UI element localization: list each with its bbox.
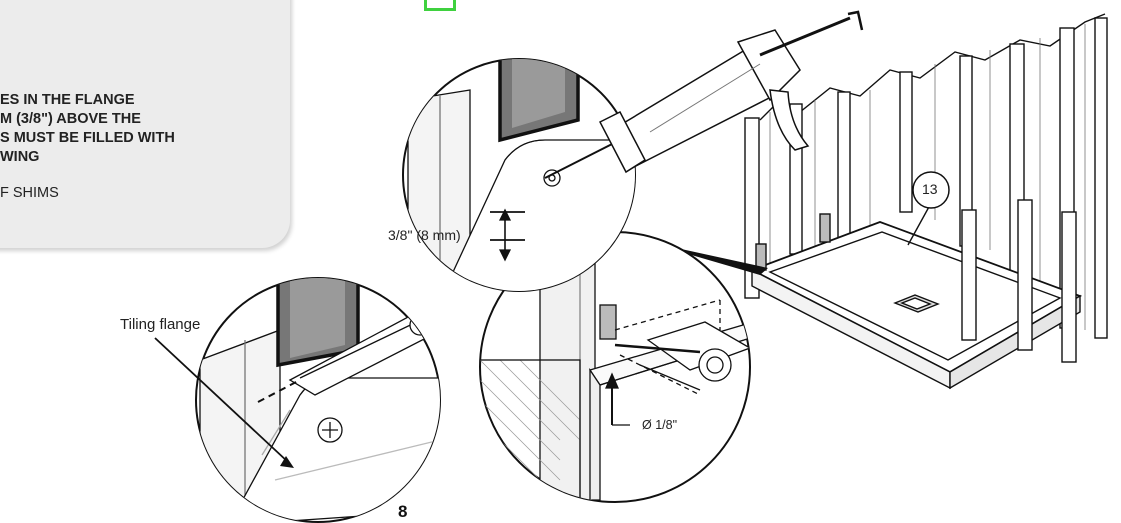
label-tiling-flange: Tiling flange	[120, 316, 201, 333]
note-line-3: S MUST BE FILLED WITH	[0, 130, 175, 146]
label-callout-13: 13	[922, 181, 938, 197]
note-line-4: WING	[0, 149, 40, 165]
detail-drilling	[479, 231, 751, 503]
note-line-1: ES IN THE FLANGE	[0, 92, 135, 108]
detail-tiling-flange	[195, 277, 441, 523]
note-shims-line: F SHIMS	[0, 185, 59, 201]
note-line-2: M (3/8") ABOVE THE	[0, 111, 141, 127]
callout-circle	[912, 171, 950, 209]
label-dimension: 3/8" (8 mm)	[388, 227, 461, 243]
shower-framing	[744, 13, 1108, 390]
flange-leader-arrow	[280, 456, 294, 468]
instruction-note: ES IN THE FLANGE M (3/8") ABOVE THE S MU…	[0, 0, 290, 248]
step-marker	[424, 0, 456, 11]
label-drill-size: Ø 1/8"	[642, 418, 678, 432]
flange-leader	[154, 337, 289, 463]
page-number: 8	[398, 502, 408, 521]
